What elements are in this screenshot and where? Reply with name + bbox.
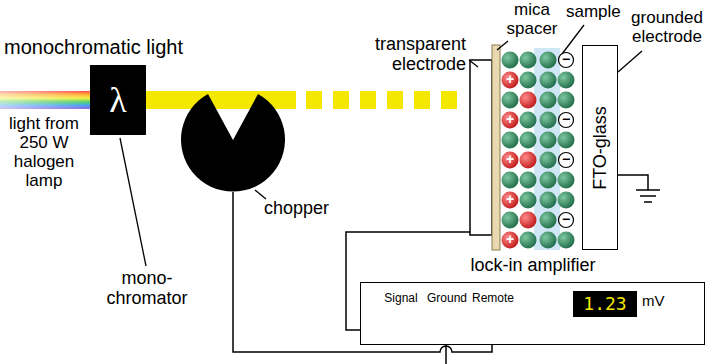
ion-layer [502, 52, 575, 249]
fto-glass-electrode: FTO-glass [582, 45, 618, 250]
lock-in-amplifier-box: lock-in amplifierSignalGroundRemote1.23 [360, 282, 705, 345]
charge-sign: + [506, 192, 514, 206]
charge-sign: + [506, 72, 514, 86]
terminal-name: Remote [472, 292, 514, 305]
charge-sign: − [562, 152, 570, 166]
charge-sign: − [562, 52, 570, 66]
electrolyte-layer [534, 48, 560, 250]
part-label: sample [566, 2, 621, 21]
part-label: mica spacer [500, 0, 564, 38]
chopped-beam [306, 91, 457, 109]
charge-sign: + [506, 152, 514, 166]
beam-label: monochromatic light [4, 36, 183, 58]
display-panel: 1.23 [573, 291, 637, 317]
terminal-name: Ground [427, 292, 467, 305]
charge-sign: − [562, 112, 570, 126]
source-label: light from 250 W halogen lamp [2, 114, 86, 190]
part-label: mono- chromator [102, 268, 192, 308]
part-label: grounded electrode [624, 8, 710, 46]
white-light-beam [0, 91, 92, 109]
instrument-title: lock-in amplifier [470, 255, 595, 275]
terminal-name: Signal [384, 292, 417, 305]
charge-sign: − [562, 212, 570, 226]
charge-sign: + [506, 232, 514, 246]
unit-label: mV [642, 293, 665, 310]
sample-cell [500, 48, 582, 250]
display-reading: 1.23 [583, 294, 626, 314]
beam-fade [0, 91, 92, 109]
charge-sign: + [506, 112, 514, 126]
transparent-electrode [470, 60, 492, 235]
leader-lines [120, 25, 642, 266]
monochromator-box: λ [90, 65, 146, 135]
monochromatic-beam [146, 91, 296, 109]
lambda-symbol: λ [109, 80, 126, 120]
part-label: transparent electrode [352, 34, 466, 74]
chopper-wheel [181, 94, 285, 192]
part-label: chopper [264, 198, 329, 218]
mica-spacer [492, 45, 500, 250]
electrode-name: FTO-glass [590, 106, 610, 190]
